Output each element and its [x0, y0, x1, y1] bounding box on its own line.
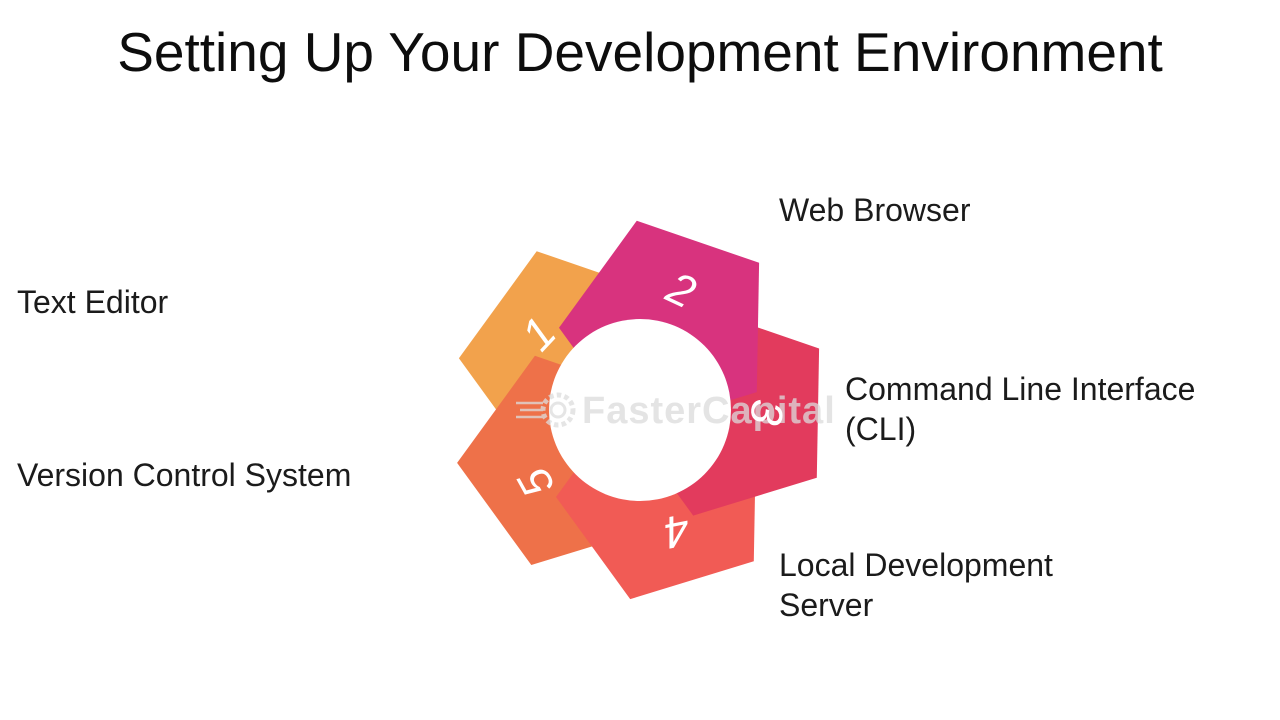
watermark-text: FasterCapital — [582, 390, 836, 432]
center-disc — [549, 319, 731, 501]
page-title: Setting Up Your Development Environment — [117, 21, 1163, 83]
label-web-browser: Web Browser — [779, 192, 971, 228]
label-local-development-server: Local Development Server — [779, 547, 1053, 623]
label-text-editor: Text Editor — [17, 284, 169, 320]
label-version-control-system: Version Control System — [17, 457, 352, 493]
petal-number-3: 3 — [740, 397, 794, 428]
watermark-gear-icon — [516, 392, 576, 428]
label-command-line-interface: Command Line Interface (CLI) — [845, 371, 1196, 447]
watermark: FasterCapital — [516, 390, 836, 432]
